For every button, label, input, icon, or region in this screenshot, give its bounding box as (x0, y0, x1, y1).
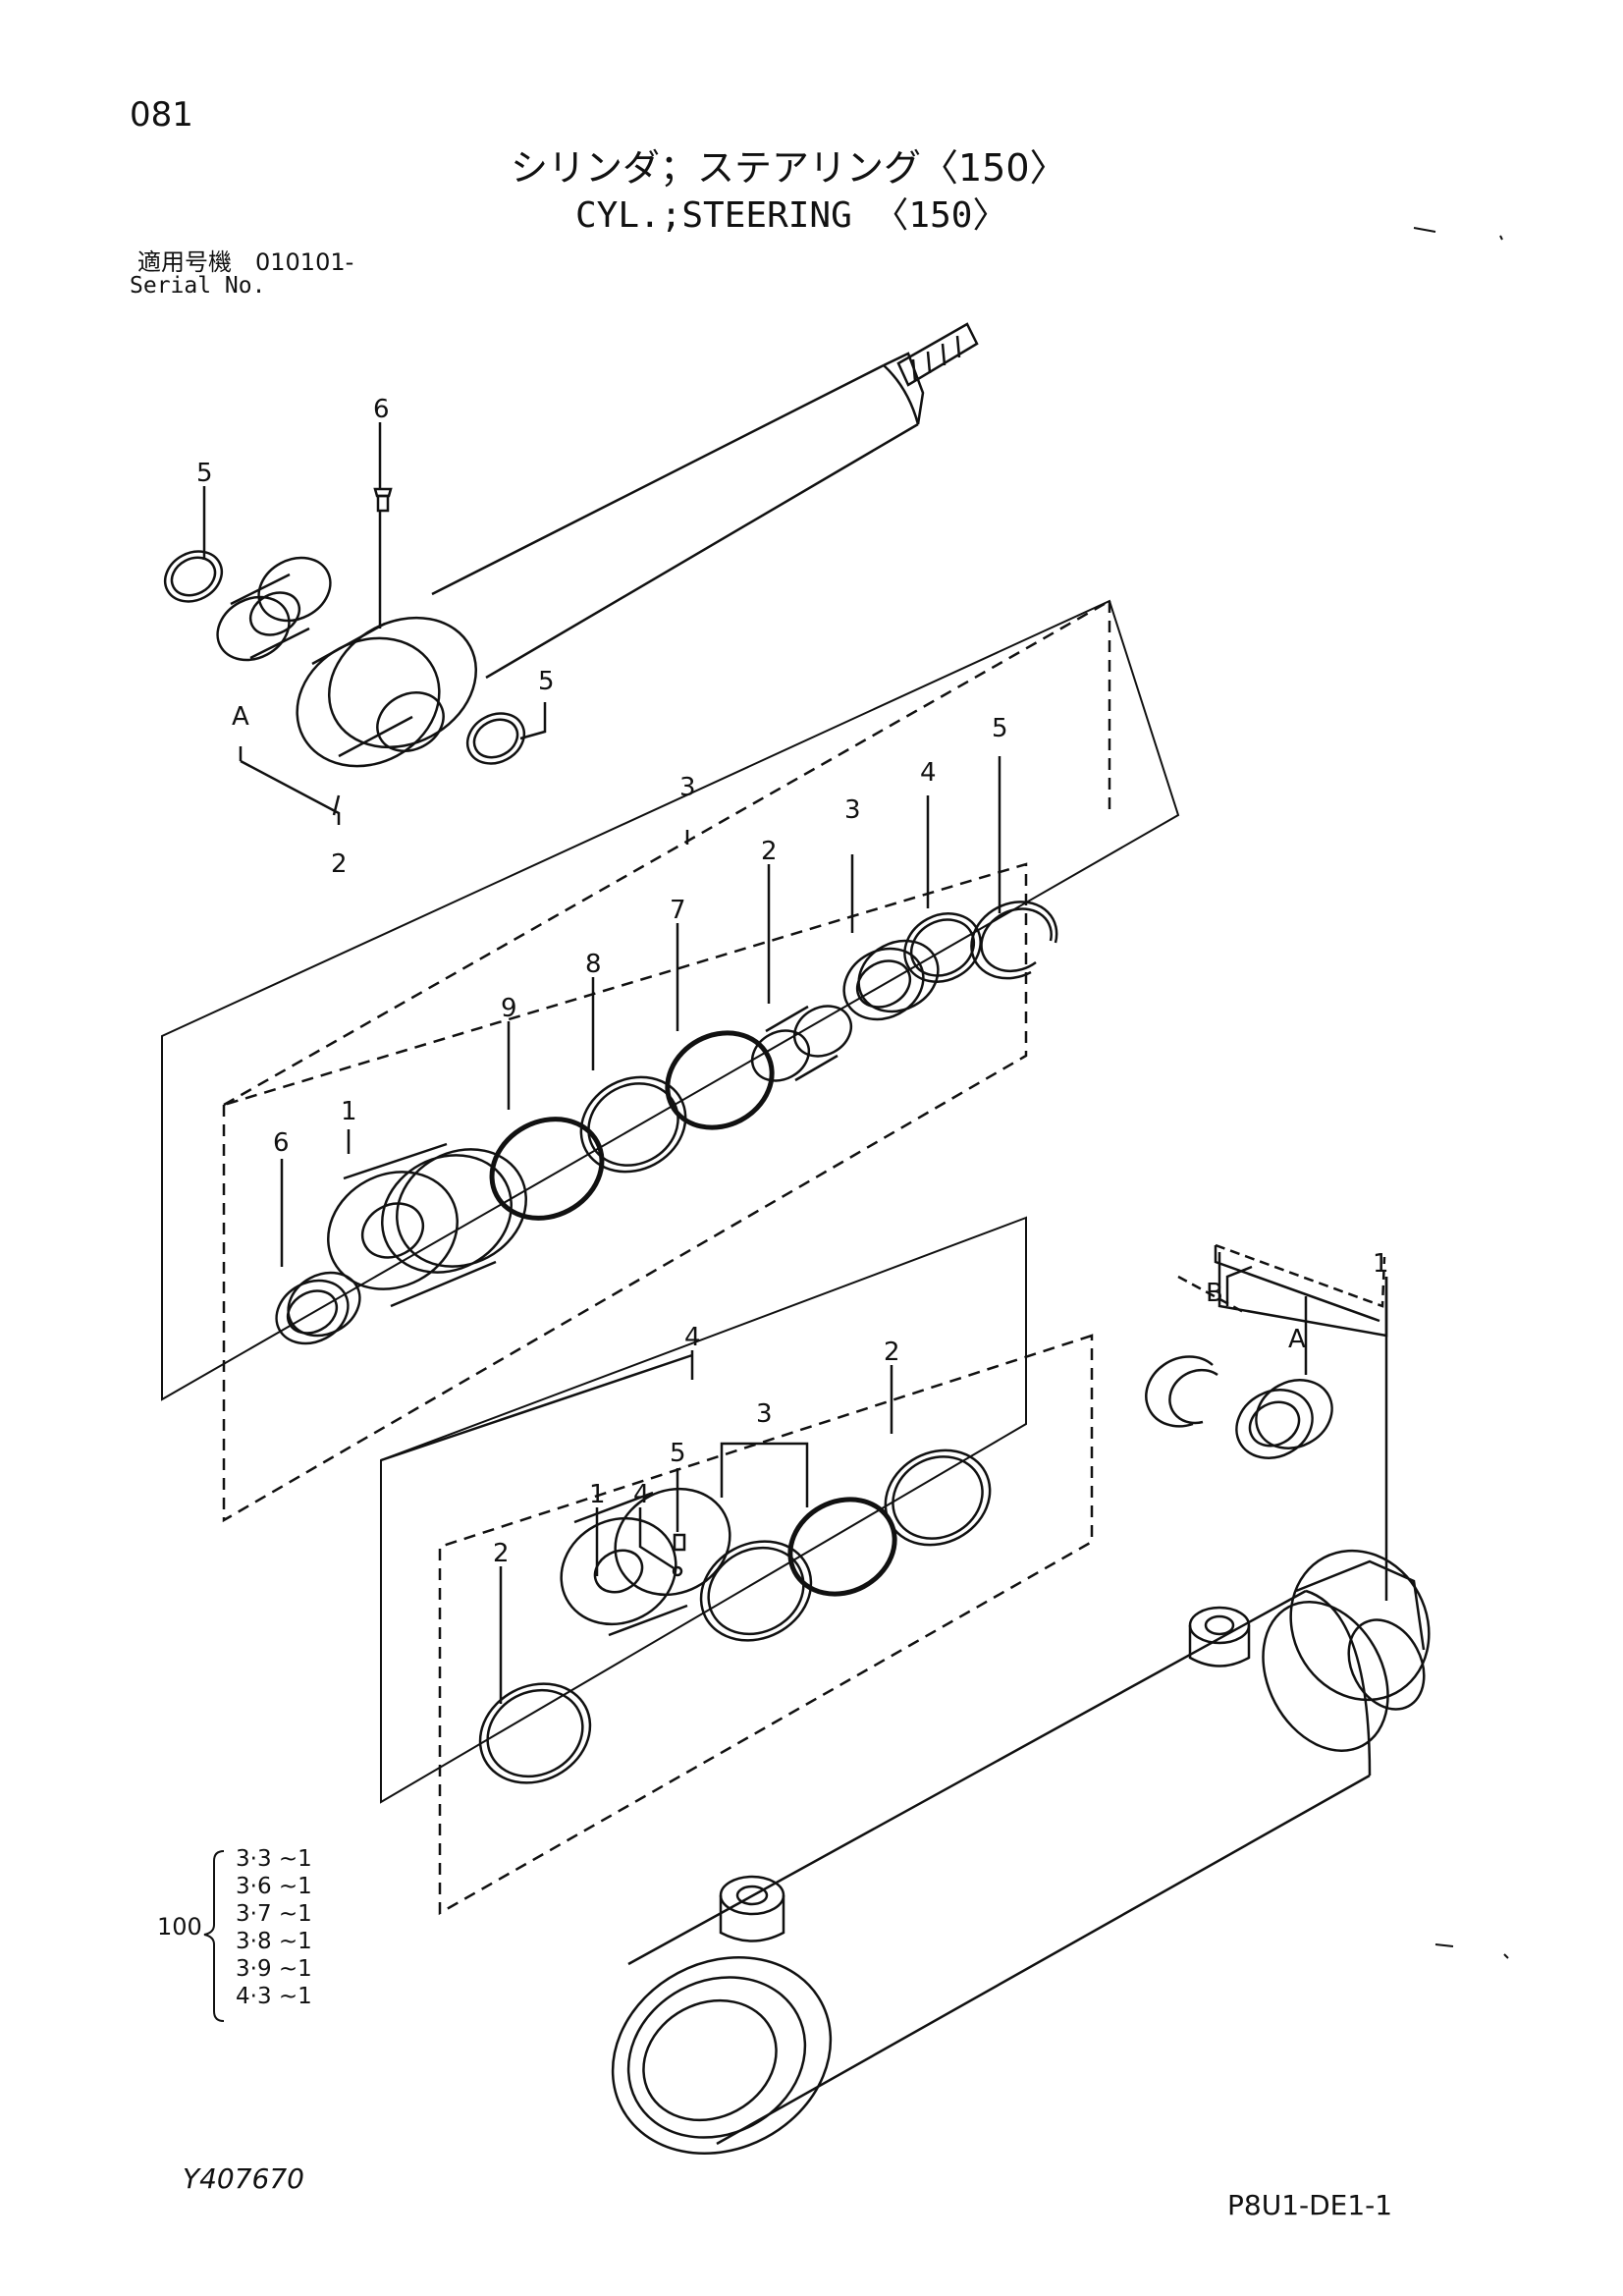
callout-piston-4-group: 4 (684, 1323, 701, 1352)
callout-rod-5-left: 5 (196, 459, 213, 488)
callout-head-8: 8 (585, 950, 602, 979)
kit-item: 3·7 ~1 (236, 1901, 312, 1927)
drawing-id: Y407670 (183, 2162, 304, 2195)
callout-head-3: 3 (844, 795, 861, 825)
callout-tube-A: A (1288, 1325, 1306, 1354)
kit-number: 100 (157, 1913, 202, 1941)
callout-head-4: 4 (920, 758, 937, 788)
kit-item: 3·9 ~1 (236, 1956, 312, 1982)
title-english: CYL.;STEERING 〈150〉 (575, 195, 1008, 236)
page-number: 081 (130, 95, 193, 135)
piston-rod (163, 322, 979, 825)
callout-piston-2-right: 2 (884, 1338, 900, 1367)
callout-piston-2-left: 2 (493, 1539, 510, 1568)
callout-rod-2: 2 (331, 849, 348, 879)
callout-head-7: 7 (670, 896, 686, 925)
page-code: P8U1-DE1-1 (1227, 2189, 1393, 2221)
kit-item: 4·3 ~1 (236, 1984, 312, 2009)
callout-head-6: 6 (273, 1128, 290, 1158)
serial-label-japanese: 適用号機 010101- (137, 248, 354, 276)
title-japanese: シリンダ；ステアリング〈150〉 (511, 146, 1067, 190)
callout-piston-3: 3 (756, 1399, 773, 1429)
kit-item: 3·8 ~1 (236, 1929, 312, 1954)
callout-labels: 6 5 A 5 2 3 6 1 9 8 7 2 3 4 5 4 2 1 4 5 … (196, 395, 1389, 1568)
callout-tube-B: B (1206, 1279, 1223, 1308)
callout-rod-A: A (232, 702, 249, 732)
callout-piston-5: 5 (670, 1439, 686, 1468)
callout-rod-5-right: 5 (538, 667, 555, 696)
callout-head-3-group: 3 (679, 773, 696, 802)
callout-head-5: 5 (992, 714, 1008, 743)
serial-label-english: Serial No. (130, 273, 266, 299)
cylinder-head-assembly (161, 599, 1180, 1523)
piston-assembly (380, 1216, 1094, 1916)
callout-tube-1: 1 (1373, 1249, 1389, 1279)
callout-piston-1: 1 (589, 1480, 606, 1509)
callout-head-2: 2 (761, 837, 778, 866)
kit-item: 3·3 ~1 (236, 1846, 312, 1872)
callout-rod-6: 6 (373, 395, 390, 424)
callout-piston-4: 4 (633, 1480, 650, 1509)
kit-item: 3·6 ~1 (236, 1874, 312, 1899)
kit-bracket (203, 1850, 225, 2022)
cylinder-tube (611, 1243, 1431, 2156)
callout-head-1: 1 (341, 1097, 357, 1126)
callout-head-9: 9 (501, 994, 517, 1023)
